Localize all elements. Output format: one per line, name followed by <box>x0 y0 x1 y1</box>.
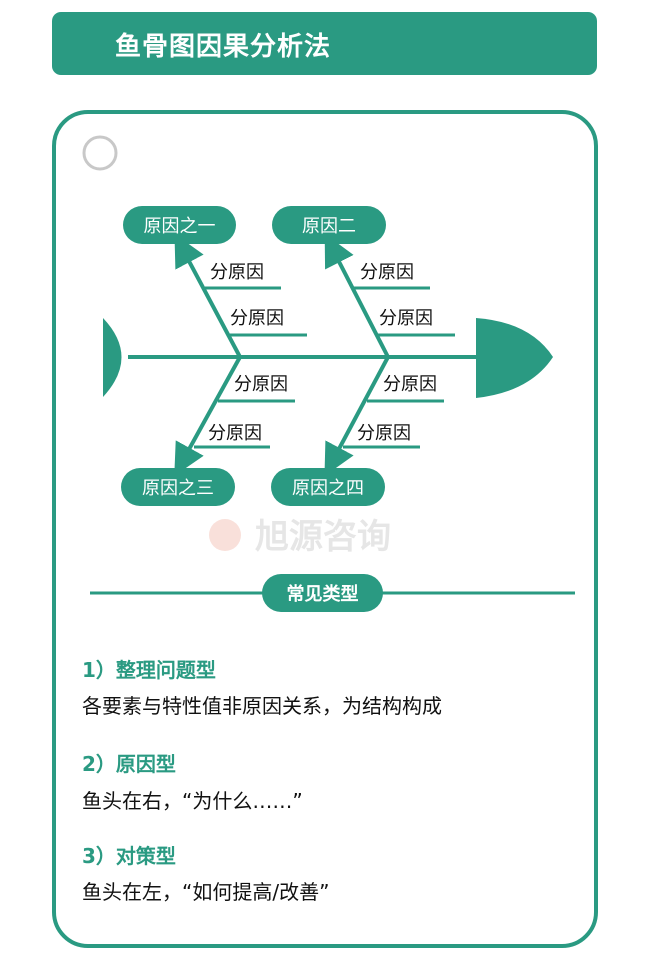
main-cause-label: 原因之四 <box>292 478 364 499</box>
type-2-title: 2）原因型 <box>82 752 176 776</box>
type-3-title: 3）对策型 <box>82 844 176 868</box>
main-cause-pill-4: 原因之四 <box>271 468 385 506</box>
sub-cause-label: 分原因 <box>210 262 264 283</box>
sub-cause-label: 分原因 <box>360 262 414 283</box>
sub-cause-label: 分原因 <box>230 308 284 329</box>
sub-cause-label: 分原因 <box>379 308 433 329</box>
content-card <box>52 110 598 948</box>
watermark-text: 旭源咨询 <box>255 517 391 557</box>
radio-circle-icon[interactable] <box>82 135 118 171</box>
main-cause-label: 原因之一 <box>144 216 216 237</box>
type-3-desc: 鱼头在左，“如何提高/改善” <box>82 880 330 904</box>
bone-cause-2 <box>324 233 390 358</box>
title-banner: 鱼骨图因果分析法 <box>52 12 597 75</box>
type-1-title: 1）整理问题型 <box>82 658 216 682</box>
page-title: 鱼骨图因果分析法 <box>115 32 332 62</box>
main-cause-pill-2: 原因二 <box>272 206 386 244</box>
type-2-desc: 鱼头在右，“为什么……” <box>82 789 303 813</box>
fish-tail <box>103 318 122 397</box>
bone-cause-3 <box>174 356 242 477</box>
types-pill-label: 常见类型 <box>287 583 359 605</box>
main-cause-pill-3: 原因之三 <box>121 468 235 506</box>
main-cause-pill-1: 原因之一 <box>123 206 236 244</box>
bone-cause-4 <box>324 356 390 477</box>
sub-cause-label: 分原因 <box>208 423 262 444</box>
types-pill: 常见类型 <box>262 574 383 612</box>
main-cause-label: 原因之三 <box>142 478 214 499</box>
sub-cause-label: 分原因 <box>357 423 411 444</box>
type-1-desc: 各要素与特性值非原因关系，为结构构成 <box>82 694 442 718</box>
sub-cause-label: 分原因 <box>383 374 437 395</box>
sub-cause-label: 分原因 <box>234 374 288 395</box>
main-cause-label: 原因二 <box>302 216 356 237</box>
fish-head <box>476 318 553 398</box>
watermark: 旭源咨询 <box>209 517 391 557</box>
bone-cause-1 <box>174 233 242 358</box>
